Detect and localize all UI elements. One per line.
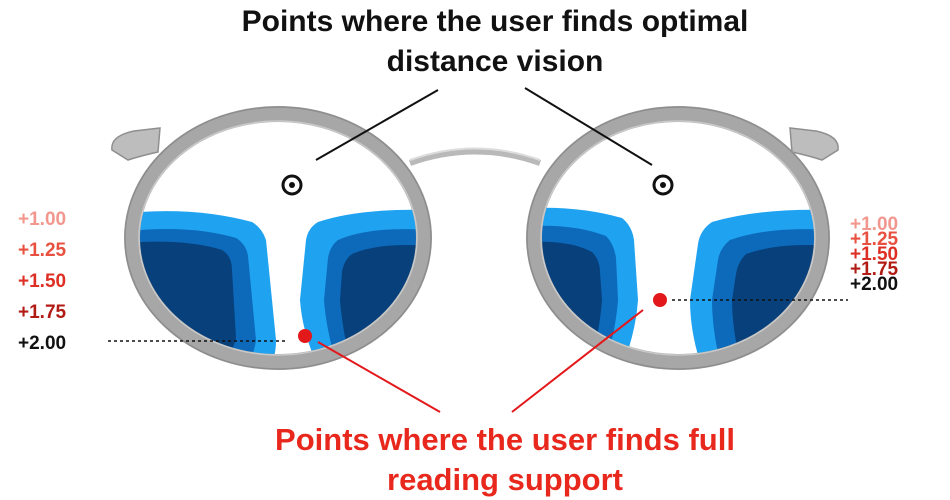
left-power-1-25: +1.25 (18, 240, 67, 261)
left-frame-rim (124, 106, 432, 370)
reading-title-line-2: reading support (387, 462, 623, 497)
distance-title-line-2: distance vision (386, 45, 604, 78)
left-power-1-00: +1.00 (18, 209, 67, 230)
left-power-1-75: +1.75 (18, 302, 67, 323)
reading-support-title: Points where the user finds full reading… (60, 420, 950, 500)
left-power-2-00: +2.00 (18, 333, 67, 354)
distance-title-line-1: Points where the user finds optimal (241, 5, 749, 38)
reading-leader-left (317, 341, 441, 413)
bridge (409, 148, 541, 166)
distance-leader-right (524, 87, 653, 166)
left-lens (124, 106, 432, 370)
right-power-2-00: +2.00 (850, 274, 899, 295)
distance-leader-left (315, 89, 439, 161)
right-power-1-75: +1.75 (850, 259, 899, 280)
reading-leader-right (511, 309, 644, 413)
left-power-1-50: +1.50 (18, 271, 67, 292)
left-temple (111, 127, 161, 161)
right-reading-point (653, 293, 667, 307)
left-reading-point (298, 329, 312, 343)
right-power-scale: +1.00 +1.25 +1.50 +1.75 +2.00 (850, 214, 899, 295)
left-distance-target-icon (281, 174, 303, 196)
right-lens (526, 106, 830, 370)
right-power-1-50: +1.50 (850, 244, 899, 265)
right-temple (789, 127, 839, 161)
bridge-highlight (409, 147, 541, 161)
distance-vision-title: Points where the user finds optimal dist… (0, 2, 950, 82)
right-distance-target-icon (652, 174, 674, 196)
right-power-1-00: +1.00 (850, 214, 899, 235)
right-frame-rim (526, 106, 830, 370)
left-power-scale: +1.00 +1.25 +1.50 +1.75 +2.00 (18, 208, 66, 363)
reading-title-line-1: Points where the user finds full (275, 422, 735, 457)
right-power-1-25: +1.25 (850, 229, 899, 250)
